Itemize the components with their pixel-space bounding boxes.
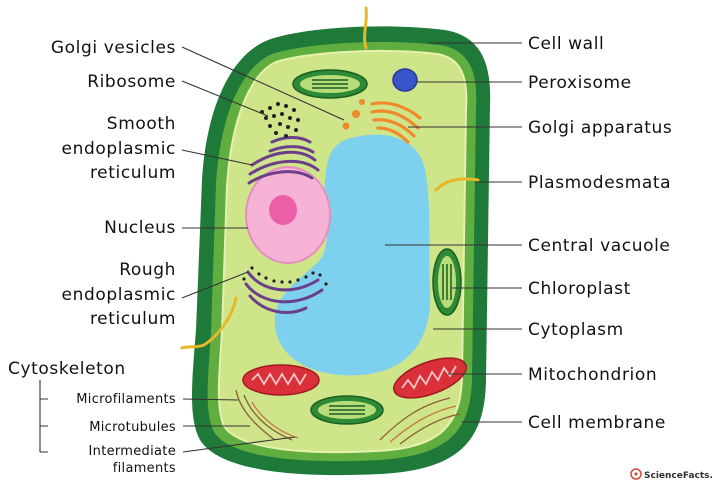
label-rough-er-line1: Rough <box>119 260 176 280</box>
label-cytoplasm: Cytoplasm <box>528 320 624 340</box>
label-intermediate-line1: Intermediate <box>89 444 176 459</box>
label-central-vacuole: Central vacuole <box>528 236 671 256</box>
label-nucleus: Nucleus <box>104 218 176 238</box>
leader-ribosome <box>181 80 269 117</box>
leader-golgi-vesicles <box>181 46 345 121</box>
sciencefacts-logo: ScienceFacts.net <box>630 468 712 481</box>
rough-er <box>244 270 324 314</box>
mitochondrion-right <box>393 357 467 399</box>
label-golgi-vesicles: Golgi vesicles <box>51 38 176 58</box>
nucleolus <box>269 195 297 225</box>
label-smooth-er-line2: endoplasmic <box>62 139 176 159</box>
cytoskeleton-bracket <box>39 380 48 453</box>
label-rough-er-line2: endoplasmic <box>62 285 176 305</box>
label-microfilaments: Microfilaments <box>76 392 176 407</box>
label-cell-wall: Cell wall <box>528 34 604 54</box>
label-smooth-er-line3: reticulum <box>90 163 176 183</box>
label-mitochondrion: Mitochondrion <box>528 365 657 385</box>
label-cytoskeleton: Cytoskeleton <box>8 359 126 379</box>
golgi-apparatus <box>370 101 422 144</box>
leader-smooth-er <box>181 149 253 166</box>
label-smooth-er-line1: Smooth <box>107 114 176 134</box>
label-chloroplast: Chloroplast <box>528 279 631 299</box>
rough-er-ribosomes <box>242 266 328 286</box>
chloroplast-bottom <box>310 395 384 425</box>
label-golgi-apparatus: Golgi apparatus <box>528 118 672 138</box>
leader-microfilaments <box>182 398 239 401</box>
label-cell-membrane: Cell membrane <box>528 413 666 433</box>
leader-intermediate <box>182 436 296 453</box>
free-ribosomes <box>260 102 300 138</box>
chloroplast-top <box>292 69 368 99</box>
label-plasmodesmata: Plasmodesmata <box>528 173 671 193</box>
label-peroxisome: Peroxisome <box>528 73 632 93</box>
smooth-er <box>247 136 320 185</box>
central-vacuole <box>274 134 431 376</box>
label-ribosome: Ribosome <box>87 72 176 92</box>
cytoskeleton-filaments <box>235 389 461 445</box>
plasmodesmata <box>180 6 480 350</box>
peroxisome <box>392 68 418 92</box>
watermark-text: ScienceFacts.net <box>644 471 712 481</box>
label-microtubules: Microtubules <box>89 420 176 435</box>
leader-rough-er <box>181 271 249 299</box>
chloroplast-right <box>432 248 462 316</box>
label-intermediate-line2: filaments <box>113 461 176 476</box>
label-rough-er-line3: reticulum <box>90 309 176 329</box>
golgi-vesicles <box>342 99 365 130</box>
mitochondrion-left <box>242 364 320 396</box>
